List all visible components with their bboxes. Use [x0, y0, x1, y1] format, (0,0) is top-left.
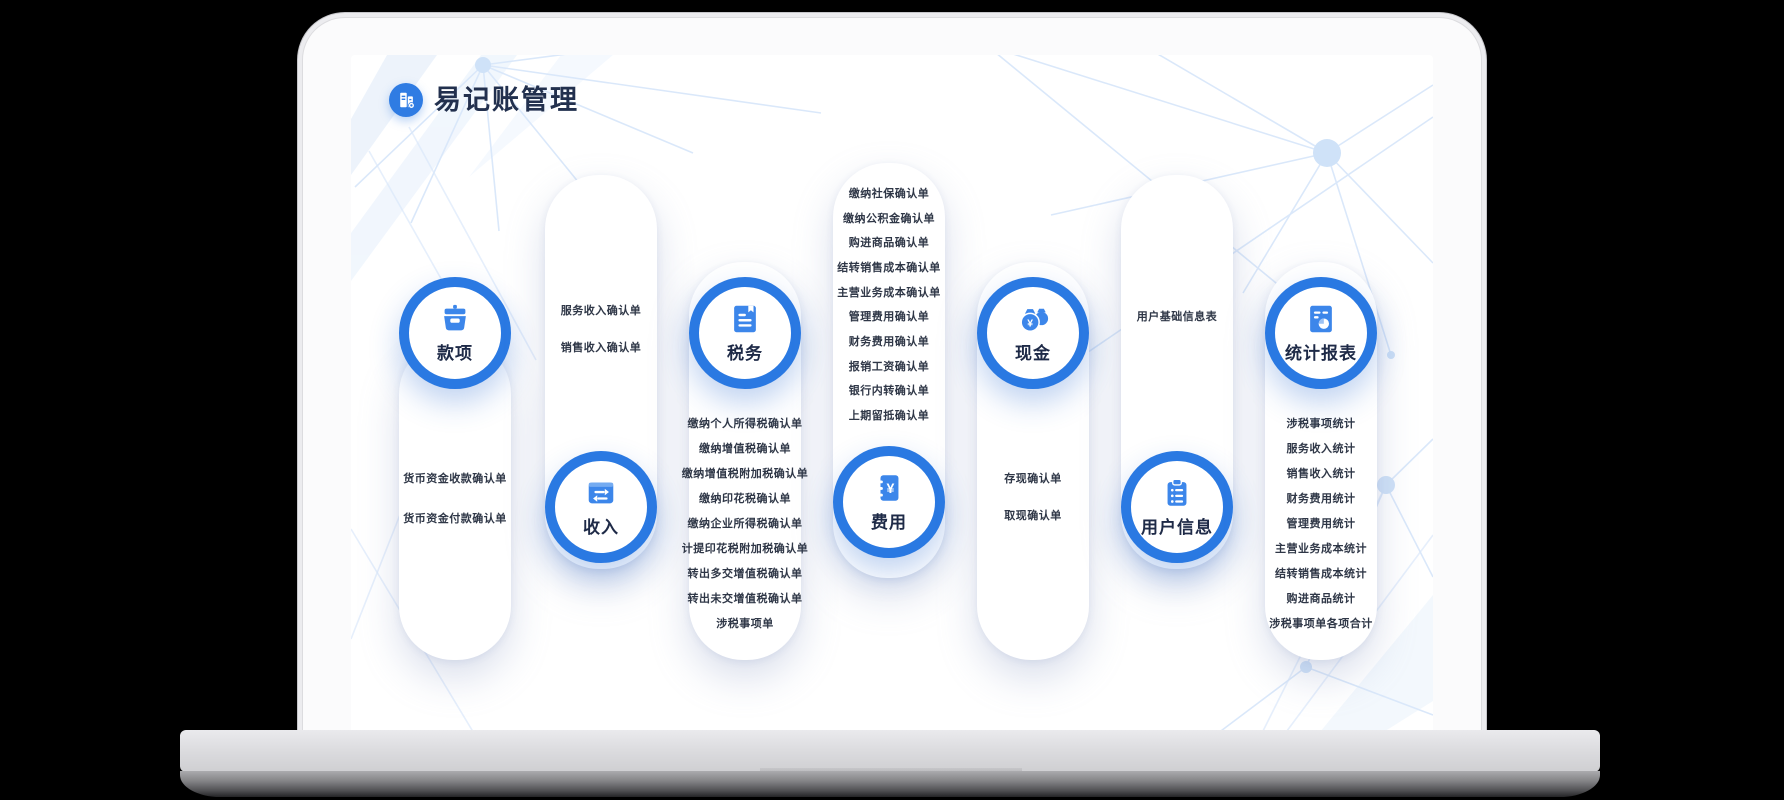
form-item: 货币资金付款确认单 — [403, 513, 507, 525]
form-item: 计提印花税附加税确认单 — [681, 543, 809, 555]
module-label-cash: 现金 — [1015, 344, 1051, 363]
form-item: 上期留抵确认单 — [848, 410, 930, 423]
form-item: 涉税事项统计 — [1286, 418, 1356, 430]
tax-document-icon — [728, 302, 762, 336]
module-label-reports: 统计报表 — [1285, 344, 1357, 363]
module-badge-income: 收入 — [545, 451, 657, 563]
form-item: 缴纳社保确认单 — [848, 187, 930, 200]
module-column-expenses: 缴纳社保确认单缴纳公积金确认单购进商品确认单结转销售成本确认单主营业务成本确认单… — [833, 55, 945, 755]
module-column-payments: 货币资金收款确认单货币资金付款确认单 款项 — [399, 55, 511, 755]
money-bags-icon: ¥ — [1016, 302, 1050, 336]
module-item-list-payments: 货币资金收款确认单货币资金付款确认单 — [373, 458, 537, 538]
report-chart-icon — [1304, 302, 1338, 336]
bookkeeping-buildings-gear-icon — [389, 83, 423, 117]
svg-text:¥: ¥ — [886, 481, 894, 497]
app-title: 易记账管理 — [434, 85, 579, 115]
form-item: 取现确认单 — [1004, 510, 1062, 522]
module-label-user-info: 用户信息 — [1141, 518, 1213, 537]
module-badge-reports: 统计报表 — [1265, 277, 1377, 389]
form-item: 缴纳印花税确认单 — [699, 493, 791, 505]
svg-text:¥: ¥ — [1027, 319, 1033, 330]
module-label-income: 收入 — [583, 518, 619, 537]
module-badge-tax: 税务 — [689, 277, 801, 389]
module-label-expenses: 费用 — [871, 513, 907, 532]
module-item-list-tax: 缴纳个人所得税确认单缴纳增值税确认单缴纳增值税附加税确认单缴纳印花税确认单缴纳企… — [663, 411, 827, 636]
module-badge-expenses: ¥ 费用 — [833, 446, 945, 558]
form-item: 货币资金收款确认单 — [403, 473, 507, 485]
module-label-tax: 税务 — [727, 344, 763, 363]
form-item: 缴纳增值税确认单 — [699, 443, 791, 455]
form-item: 结转销售成本统计 — [1275, 568, 1367, 580]
laptop-base — [180, 730, 1600, 785]
module-item-list-user-info: 用户基础信息表 — [1095, 298, 1259, 335]
form-item: 缴纳企业所得税确认单 — [687, 518, 803, 530]
module-badge-cash: ¥ 现金 — [977, 277, 1089, 389]
form-item: 存现确认单 — [1004, 473, 1062, 485]
laptop-base-edge — [180, 771, 1600, 797]
module-label-payments: 款项 — [437, 344, 473, 363]
module-item-list-reports: 涉税事项统计服务收入统计销售收入统计财务费用统计管理费用统计主营业务成本统计结转… — [1239, 411, 1403, 636]
form-item: 财务费用统计 — [1286, 493, 1356, 505]
module-item-list-cash: 存现确认单取现确认单 — [951, 460, 1115, 534]
form-item: 主营业务成本统计 — [1275, 543, 1367, 555]
form-item: 结转销售成本确认单 — [837, 262, 941, 275]
module-item-list-expenses: 缴纳社保确认单缴纳公积金确认单购进商品确认单结转销售成本确认单主营业务成本确认单… — [807, 181, 971, 428]
module-column-tax: 缴纳个人所得税确认单缴纳增值税确认单缴纳增值税附加税确认单缴纳印花税确认单缴纳企… — [682, 55, 808, 755]
form-item: 缴纳个人所得税确认单 — [687, 418, 803, 430]
form-item: 管理费用统计 — [1286, 518, 1356, 530]
form-item: 销售收入确认单 — [560, 342, 642, 354]
module-badge-payments: 款项 — [399, 277, 511, 389]
transfer-arrows-icon — [584, 476, 618, 510]
form-item: 缴纳公积金确认单 — [843, 212, 935, 225]
payment-box-icon — [438, 302, 472, 336]
app-header: 易记账管理 — [389, 83, 579, 117]
form-item: 转出多交增值税确认单 — [687, 568, 803, 580]
module-column-cash: 存现确认单取现确认单 ¥ 现金 — [977, 55, 1089, 755]
form-item: 主营业务成本确认单 — [837, 286, 941, 299]
module-item-list-income: 服务收入确认单销售收入确认单 — [519, 292, 683, 366]
module-column-reports: 涉税事项统计服务收入统计销售收入统计财务费用统计管理费用统计主营业务成本统计结转… — [1265, 55, 1377, 755]
module-card-payments — [399, 340, 511, 660]
form-item: 管理费用确认单 — [848, 311, 930, 324]
form-item: 服务收入确认单 — [560, 305, 642, 317]
yuan-wallet-icon: ¥ — [872, 471, 906, 505]
form-item: 银行内转确认单 — [848, 385, 930, 398]
form-item: 涉税事项单 — [716, 618, 774, 630]
form-item: 购进商品统计 — [1286, 593, 1356, 605]
module-column-user-info: 用户基础信息表 用户信息 — [1121, 55, 1233, 755]
form-item: 转出未交增值税确认单 — [687, 593, 803, 605]
form-item: 用户基础信息表 — [1136, 311, 1218, 323]
module-column-income: 服务收入确认单销售收入确认单 收入 — [545, 55, 657, 755]
form-item: 销售收入统计 — [1286, 468, 1356, 480]
form-item: 服务收入统计 — [1286, 443, 1356, 455]
module-badge-user-info: 用户信息 — [1121, 451, 1233, 563]
form-item: 缴纳增值税附加税确认单 — [681, 468, 809, 480]
laptop-screen: 易记账管理 货币资金收款确认单货币资金付款确认单 款项 服务收入确认单销售收入确… — [351, 55, 1433, 755]
clipboard-list-icon — [1160, 476, 1194, 510]
form-item: 财务费用确认单 — [848, 336, 930, 349]
form-item: 涉税事项单各项合计 — [1269, 618, 1373, 630]
form-item: 购进商品确认单 — [848, 237, 930, 250]
form-item: 报销工资确认单 — [848, 360, 930, 373]
